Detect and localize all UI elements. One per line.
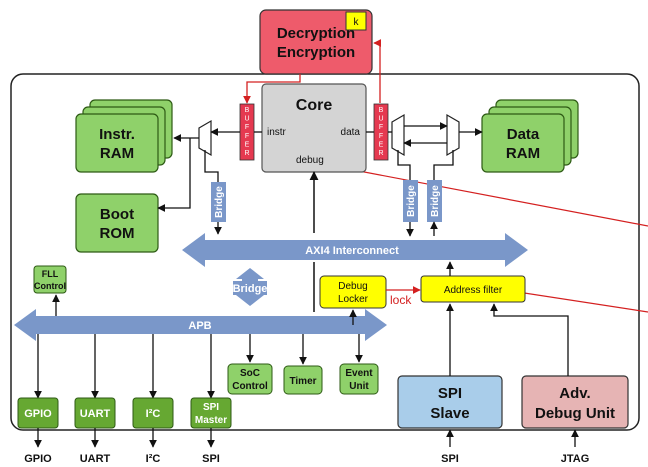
data-ram-block: Data RAM (481, 99, 579, 173)
core-label: Core (296, 97, 333, 114)
core-debug-port: debug (296, 155, 324, 166)
core-data-port: data (341, 127, 361, 138)
timer-label: Timer (289, 376, 316, 387)
core-block: Core instr data debug (261, 83, 367, 173)
io-label-i2c: I²C (146, 453, 161, 465)
bridge-data-1: Bridge (403, 180, 418, 222)
io-label-spi-master: SPI (202, 453, 220, 465)
address-filter-block: Address filter (420, 275, 526, 303)
crypto-block: Decryption Encryption k (259, 9, 373, 75)
io-label-gpio: GPIO (24, 453, 52, 465)
crypto-left-wire (243, 74, 301, 104)
spi-slave-block: SPI Slave (397, 375, 503, 429)
event-unit-block: Event Unit (339, 363, 379, 395)
data-mux-right (446, 113, 460, 157)
data-mux-left (391, 113, 405, 157)
adv-debug-filter-wire (490, 303, 569, 376)
data-ram-label-2: RAM (506, 145, 540, 162)
instr-ram-block: Instr. RAM (75, 99, 173, 173)
data-ram-label-1: Data (507, 126, 540, 143)
data-wires (366, 122, 483, 180)
io-label-spi-slave: SPI (441, 453, 459, 465)
apb-bus: APB (14, 309, 387, 341)
event-unit-label-1: Event (345, 368, 373, 379)
core-instr-port: instr (267, 127, 287, 138)
io-label-uart: UART (80, 453, 111, 465)
bridge-axi-wires (214, 221, 438, 237)
apb-periph-wires (34, 334, 363, 399)
fll-label-2: Control (34, 281, 66, 291)
spi-master-label-1: SPI (203, 402, 219, 413)
spi-master-block: SPI Master (190, 397, 232, 429)
bridge-data-1-label: Bridge (406, 185, 417, 217)
bridge-axi-apb: Bridge (233, 268, 268, 306)
crypto-right-wire (373, 39, 382, 103)
gpio-block: GPIO (17, 397, 59, 429)
debug-locker-block: Debug Locker (319, 275, 387, 309)
bridge-data-2: Bridge (427, 180, 442, 222)
key-label: k (354, 17, 360, 28)
adv-debug-label-2: Debug Unit (535, 405, 615, 422)
adv-debug-label-1: Adv. (559, 385, 590, 402)
fll-control-block: FLL Control (33, 265, 67, 294)
axi-bus: AXI4 Interconnect (182, 233, 528, 267)
boot-rom-block: Boot ROM (75, 193, 159, 253)
boot-rom-label-2: ROM (100, 225, 135, 242)
external-io-wires (34, 428, 579, 448)
bridge-instr-label: Bridge (214, 186, 225, 218)
debug-locker-label-1: Debug (338, 281, 367, 292)
io-label-jtag: JTAG (561, 453, 590, 465)
bridge-center-label: Bridge (233, 283, 268, 295)
lock-label: lock (390, 293, 412, 307)
debug-external-wire (337, 166, 648, 227)
instr-ram-label-1: Instr. (99, 126, 135, 143)
boot-rom-label-1: Boot (100, 206, 134, 223)
adv-debug-block: Adv. Debug Unit (521, 375, 629, 429)
axi-label: AXI4 Interconnect (305, 245, 399, 257)
address-filter-label: Address filter (444, 285, 503, 296)
uart-label: UART (80, 408, 111, 420)
event-unit-label-2: Unit (349, 381, 369, 392)
soc-control-label-2: Control (232, 381, 268, 392)
bridge-data-2-label: Bridge (430, 185, 441, 217)
bridge-instr: Bridge (211, 182, 226, 222)
spi-slave-label-2: Slave (430, 405, 469, 422)
instr-wires (157, 128, 262, 212)
instr-mux (198, 119, 212, 157)
crypto-label-2: Encryption (277, 44, 355, 61)
debug-locker-label-2: Locker (338, 294, 369, 305)
apb-label: APB (188, 320, 211, 332)
i2c-block: I²C (132, 397, 174, 429)
uart-block: UART (74, 397, 116, 429)
timer-block: Timer (283, 365, 323, 395)
fll-label-1: FLL (42, 269, 59, 279)
i2c-label: I²C (146, 408, 161, 420)
crypto-label-1: Decryption (277, 25, 355, 42)
filter-external-wire (504, 289, 648, 313)
spi-master-label-2: Master (195, 415, 227, 426)
soc-control-block: SoC Control (227, 363, 273, 395)
gpio-label: GPIO (24, 408, 52, 420)
instr-ram-label-2: RAM (100, 145, 134, 162)
soc-control-label-1: SoC (240, 368, 260, 379)
spi-slave-label-1: SPI (438, 385, 462, 402)
